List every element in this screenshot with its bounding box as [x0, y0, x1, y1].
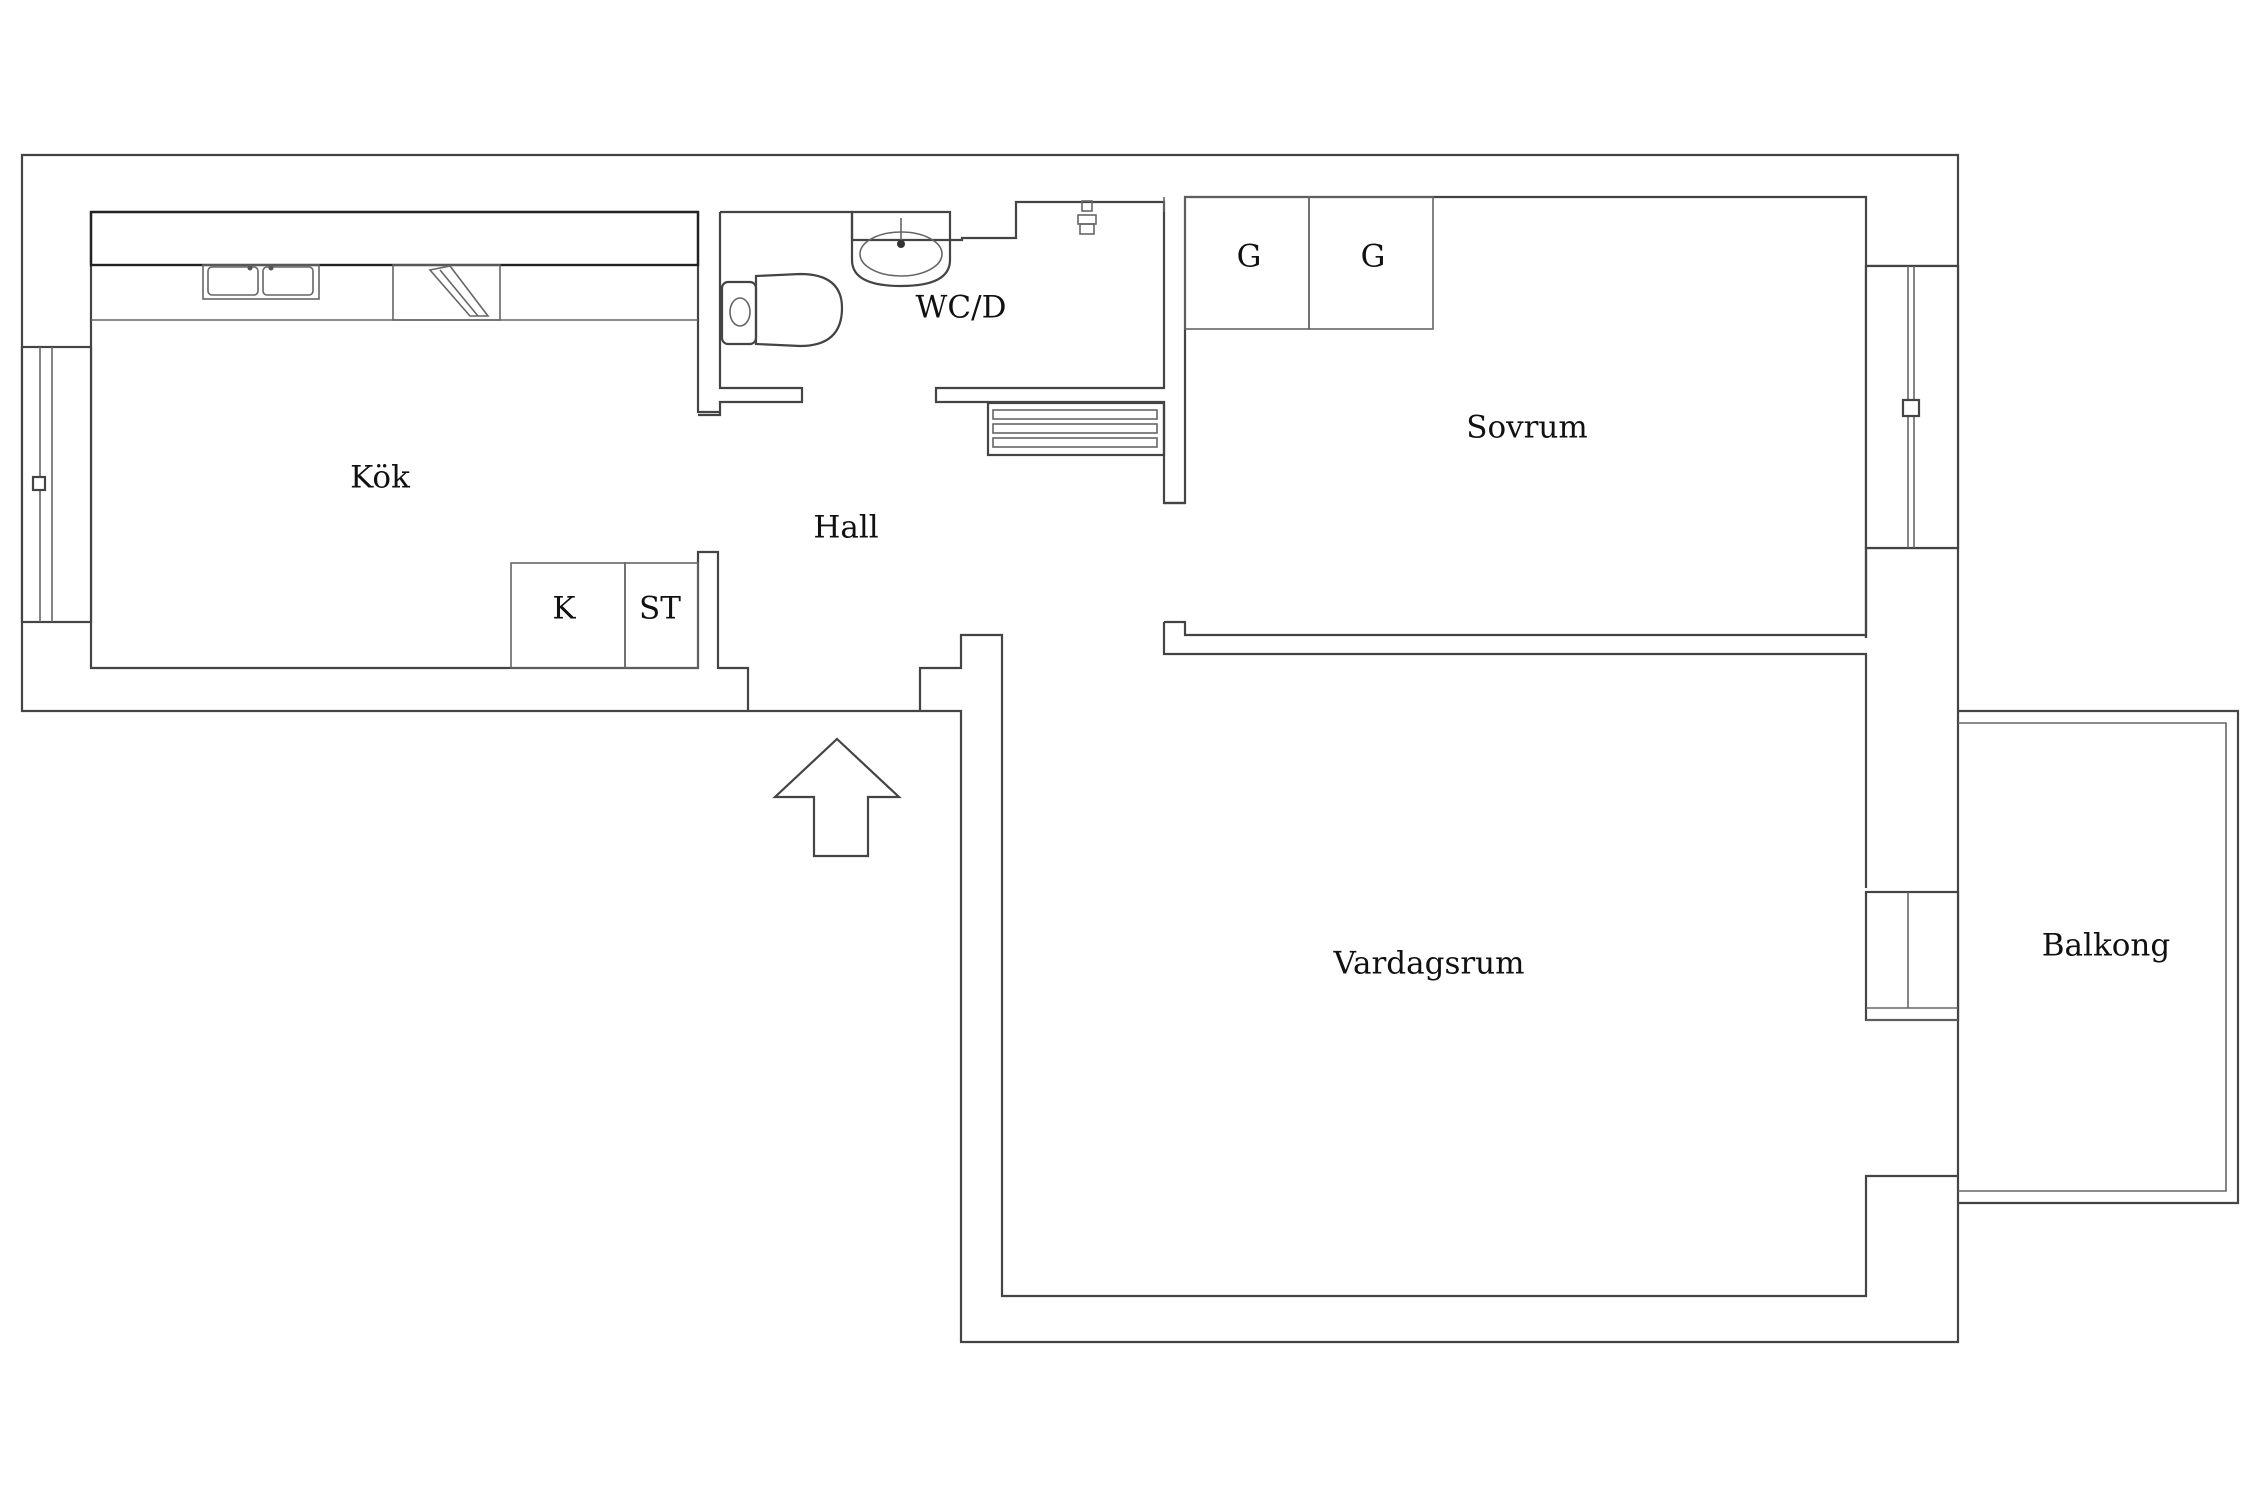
kitchen-counter: [89, 210, 700, 321]
balcony-door: [1864, 890, 1960, 1022]
hall-walls: [918, 264, 1958, 1298]
fixture-label-fridge: K: [552, 591, 576, 627]
shower-head-icon: [1077, 200, 1097, 235]
radiator-icon: [986, 401, 1166, 457]
room-label-bedroom: Sovrum: [1466, 410, 1588, 446]
fixture-label-wardrobe-2: G: [1361, 239, 1386, 275]
fridge-freezer-cabinets: [510, 562, 699, 669]
kitchen-walls: [89, 210, 750, 711]
room-label-kitchen: Kök: [350, 460, 410, 496]
washbasin-icon: [850, 210, 952, 288]
fixture-label-freezer: ST: [639, 591, 681, 627]
kitchen-sink-icon: [202, 264, 320, 300]
fixture-label-wardrobe-1: G: [1237, 239, 1262, 275]
entrance-arrow-icon: [772, 737, 902, 858]
wc-walls: [698, 195, 1868, 638]
exterior-walls: [20, 153, 1960, 1344]
toilet-icon: [720, 272, 844, 348]
room-label-wc: WC/D: [916, 290, 1007, 326]
bedroom-window: [1864, 264, 1960, 550]
balcony-outline: [1958, 709, 2240, 1205]
dishwasher-icon: [392, 264, 501, 321]
wardrobes: [1184, 196, 1434, 330]
room-label-hall: Hall: [813, 510, 878, 546]
room-label-living: Vardagsrum: [1332, 946, 1524, 982]
room-label-balcony: Balkong: [2042, 928, 2170, 964]
kitchen-window: [20, 345, 93, 624]
